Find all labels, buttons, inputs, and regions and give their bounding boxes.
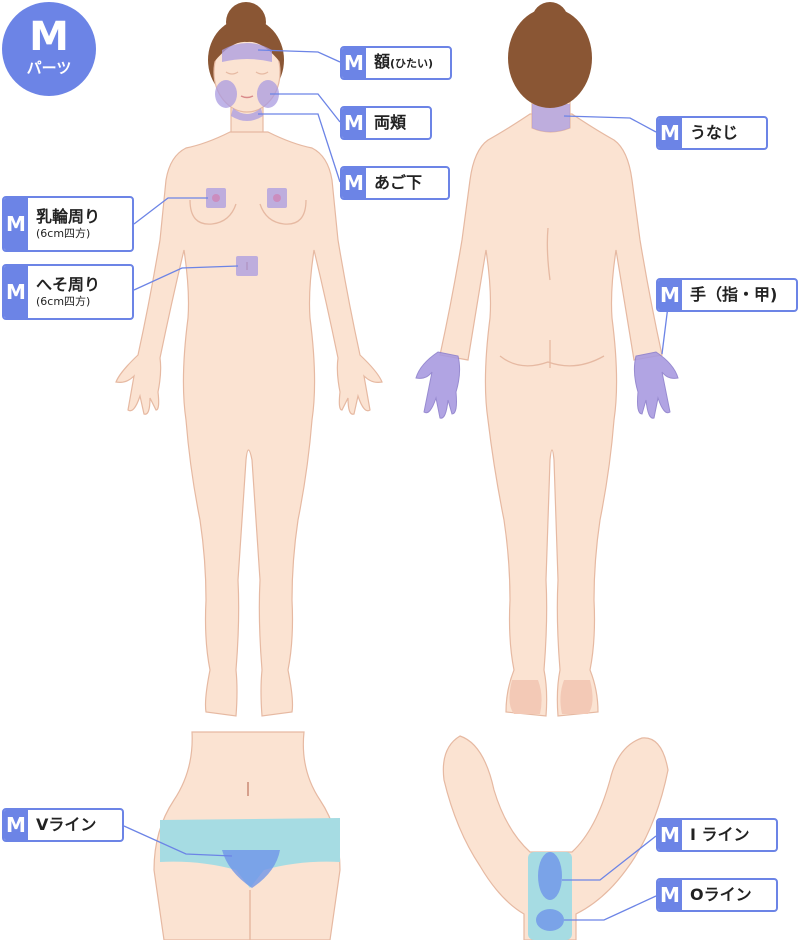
- label-forehead-note: (ひたい): [390, 57, 434, 70]
- label-o-line-text: Oライン: [690, 885, 752, 904]
- connector-forehead: [257, 49, 341, 63]
- front-nipple-right: [273, 194, 281, 202]
- area-under-chin: [231, 108, 263, 121]
- area-forehead: [222, 43, 272, 62]
- label-cheeks[interactable]: M 両頬: [340, 106, 432, 140]
- back-foot-left: [509, 680, 542, 714]
- label-hands[interactable]: M 手（指・甲): [656, 278, 798, 312]
- label-navel[interactable]: M へそ周り (6cm四方): [2, 264, 134, 320]
- label-m-mark: M: [342, 108, 366, 138]
- label-hands-text: 手（指・甲): [690, 285, 778, 304]
- label-areola-text: 乳輪周り: [36, 207, 101, 226]
- connector-oline: [564, 895, 657, 921]
- label-areola-sub: (6cm四方): [36, 227, 91, 240]
- label-o-line[interactable]: M Oライン: [656, 878, 778, 912]
- label-i-line-text: I ライン: [690, 825, 750, 844]
- back-foot-right: [560, 680, 593, 714]
- legs-open-figure: [442, 735, 669, 940]
- label-navel-text: へそ周り: [36, 275, 101, 294]
- area-hand-right: [633, 351, 679, 419]
- label-m-mark: M: [342, 48, 366, 78]
- label-under-chin-text: あご下: [374, 173, 423, 192]
- connector-nape: [563, 115, 657, 133]
- label-m-mark: M: [4, 198, 28, 250]
- label-i-line[interactable]: M I ライン: [656, 818, 778, 852]
- label-m-mark: M: [658, 820, 682, 850]
- front-body-outline: [115, 131, 383, 717]
- badge-subtitle: パーツ: [26, 59, 72, 77]
- label-m-mark: M: [4, 266, 28, 318]
- back-spine: [546, 227, 551, 281]
- label-m-mark: M: [658, 280, 682, 310]
- area-o-line: [536, 909, 564, 931]
- label-m-mark: M: [342, 168, 366, 198]
- label-areola[interactable]: M 乳輪周り (6cm四方): [2, 196, 134, 252]
- connector-navel: [133, 265, 239, 291]
- area-i-line: [538, 852, 562, 900]
- connector-areola: [133, 197, 208, 225]
- badge-letter: M: [29, 14, 69, 60]
- back-body-outline: [439, 113, 663, 717]
- m-parts-badge: M パーツ: [2, 2, 96, 96]
- front-breast-left: [189, 199, 237, 225]
- area-cheek-left: [215, 80, 237, 108]
- back-hair: [508, 8, 592, 108]
- legs-skin: [442, 735, 669, 940]
- connector-chin: [258, 113, 341, 183]
- label-forehead[interactable]: M 額(ひたい): [340, 46, 452, 80]
- back-buttocks: [499, 355, 605, 367]
- area-nape: [532, 104, 570, 132]
- area-hand-left: [415, 351, 461, 419]
- label-m-mark: M: [658, 118, 682, 148]
- back-body-figure: [415, 2, 679, 717]
- label-nape[interactable]: M うなじ: [656, 116, 768, 150]
- label-nape-text: うなじ: [690, 123, 739, 142]
- front-body-figure: [115, 2, 383, 717]
- area-cheek-right: [257, 80, 279, 108]
- front-breast-right: [259, 199, 307, 225]
- connector-cheeks: [270, 93, 341, 123]
- label-navel-sub: (6cm四方): [36, 295, 91, 308]
- label-m-mark: M: [658, 880, 682, 910]
- area-navel: [236, 256, 258, 276]
- label-forehead-text: 額: [374, 52, 391, 71]
- back-hair-bun: [532, 2, 568, 38]
- connector-vline: [123, 825, 233, 857]
- label-cheeks-text: 両頬: [374, 113, 407, 132]
- front-eye-right: [255, 71, 269, 75]
- area-v-line: [222, 850, 280, 888]
- label-m-mark: M: [4, 810, 28, 840]
- label-under-chin[interactable]: M あご下: [340, 166, 450, 200]
- front-nipple-left: [212, 194, 220, 202]
- front-eye-left: [225, 71, 239, 75]
- front-mouth: [240, 95, 254, 99]
- front-hair-fringe: [214, 28, 280, 62]
- connector-iline: [562, 835, 657, 881]
- hips-front-figure: [153, 731, 341, 940]
- label-v-line[interactable]: M Vライン: [2, 808, 124, 842]
- label-v-line-text: Vライン: [36, 815, 97, 834]
